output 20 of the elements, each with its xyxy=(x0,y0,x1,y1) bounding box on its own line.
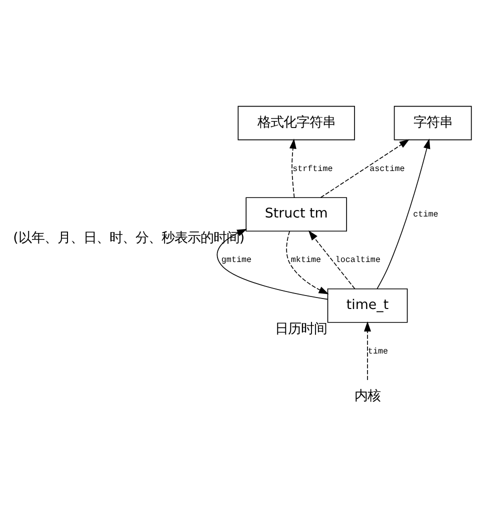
node-box: Struct tm xyxy=(246,197,347,232)
edge-label: time xyxy=(368,346,388,356)
node-box: 字符串 xyxy=(394,106,472,140)
edge-label: gmtime xyxy=(221,255,252,266)
arrow xyxy=(286,230,329,294)
node-box: 格式化字符串 xyxy=(238,106,355,140)
node-box: time_t xyxy=(327,288,408,323)
edge-label: strftime xyxy=(292,164,333,174)
node-label: 日历时间 xyxy=(274,322,327,338)
arrow xyxy=(320,139,410,198)
node-text: 内核 xyxy=(354,389,381,404)
arrow xyxy=(376,138,430,290)
arrow xyxy=(216,228,328,300)
edge-label: localtime xyxy=(335,255,380,266)
arrow xyxy=(364,321,372,380)
edge-label: asctime xyxy=(370,164,405,174)
edge-label: ctime xyxy=(413,209,438,220)
edge-label: mktime xyxy=(290,255,322,266)
arrow xyxy=(289,138,296,198)
arrow xyxy=(308,230,356,290)
